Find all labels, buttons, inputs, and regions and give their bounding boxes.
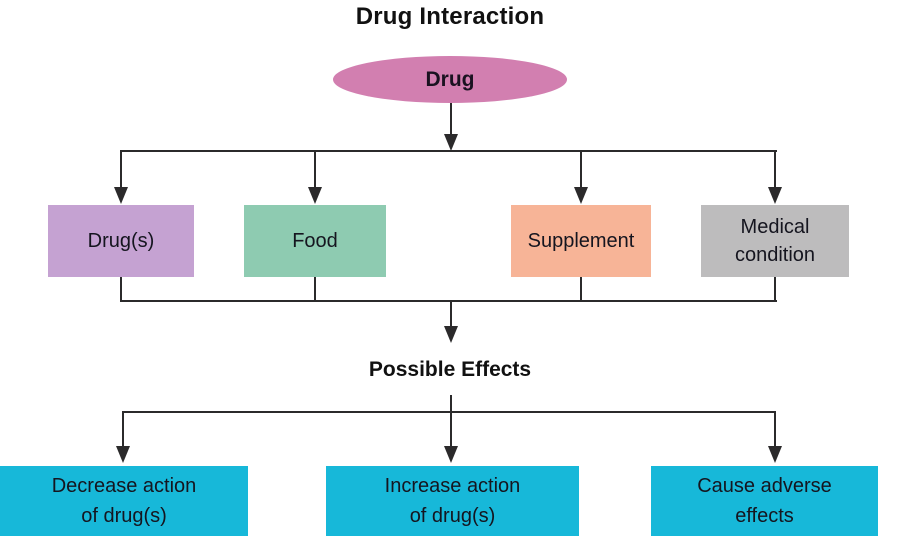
arrow-to-drugs xyxy=(114,187,128,204)
effect-node-increase-action: Increase action of drug(s) xyxy=(326,466,579,536)
connector-bottom-branch xyxy=(122,411,776,413)
connector-root-vertical xyxy=(450,103,452,137)
connector-to-drugs xyxy=(120,150,122,187)
connector-to-decrease-action xyxy=(122,411,124,446)
root-node-drug: Drug xyxy=(333,56,567,103)
arrow-to-medical-condition xyxy=(768,187,782,204)
connector-converge-line xyxy=(121,300,777,302)
factor-node-food: Food xyxy=(244,205,386,277)
diagram-title: Drug Interaction xyxy=(355,3,545,30)
connector-from-drugs xyxy=(120,277,122,302)
arrow-to-effects-heading xyxy=(444,326,458,343)
connector-heading-stub xyxy=(450,395,452,413)
connector-from-supplement xyxy=(580,277,582,302)
factor-node-medical-condition: Medical condition xyxy=(701,205,849,277)
arrow-to-increase-action xyxy=(444,446,458,463)
connector-from-food xyxy=(314,277,316,302)
arrow-to-adverse-effects xyxy=(768,446,782,463)
effect-node-decrease-action: Decrease action of drug(s) xyxy=(0,466,248,536)
connector-to-increase-action xyxy=(450,411,452,446)
connector-to-adverse-effects xyxy=(774,411,776,446)
arrow-root-to-branch xyxy=(444,134,458,151)
connector-from-medical-condition xyxy=(774,277,776,302)
connector-top-branch xyxy=(121,150,777,152)
arrow-to-food xyxy=(308,187,322,204)
connector-to-food xyxy=(314,150,316,187)
effect-node-adverse-effects: Cause adverse effects xyxy=(651,466,878,536)
connector-to-medical-condition xyxy=(774,150,776,187)
effects-heading: Possible Effects xyxy=(368,358,532,381)
factor-node-supplement: Supplement xyxy=(511,205,651,277)
connector-to-effects-heading xyxy=(450,300,452,327)
factor-node-drugs: Drug(s) xyxy=(48,205,194,277)
arrow-to-supplement xyxy=(574,187,588,204)
connector-to-supplement xyxy=(580,150,582,187)
arrow-to-decrease-action xyxy=(116,446,130,463)
